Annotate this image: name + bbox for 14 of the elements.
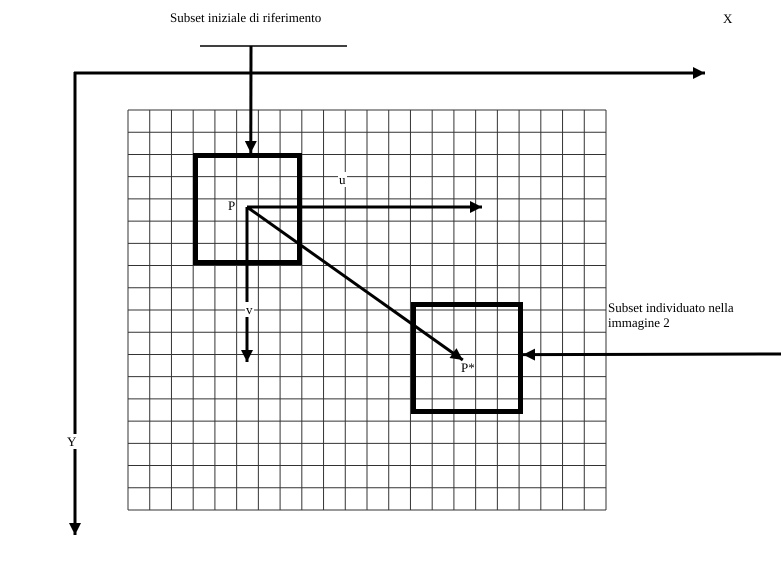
arrow: [241, 207, 253, 362]
subset-caption: Subset iniziale di riferimento: [170, 10, 322, 25]
subset-box: [411, 302, 523, 414]
subset-box: [193, 153, 302, 265]
subset-caption: Subset individuato nella immagine 2: [607, 300, 735, 330]
edge-label: v: [245, 302, 254, 317]
arrow: [246, 206, 464, 362]
axis-label: Y: [66, 434, 78, 449]
arrow: [523, 348, 781, 361]
arrow: [247, 201, 482, 213]
point-label: P: [228, 198, 236, 213]
arrow: [244, 46, 257, 153]
edge-label: u: [338, 172, 346, 187]
point-label: P*: [461, 360, 475, 375]
